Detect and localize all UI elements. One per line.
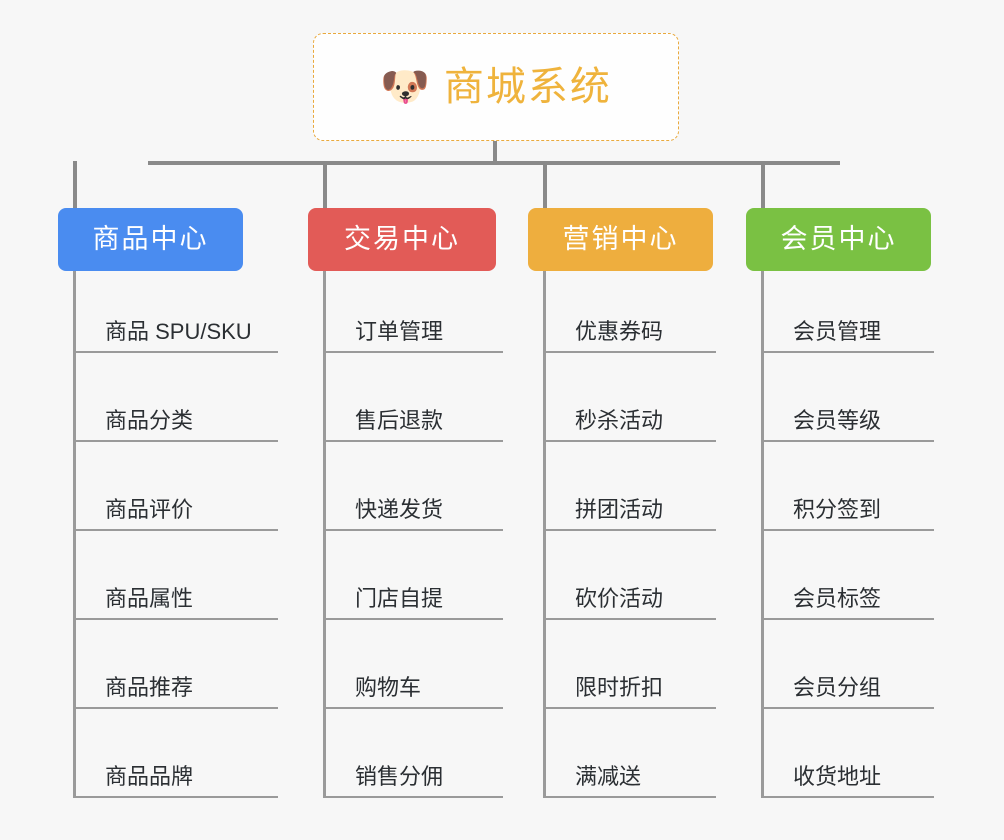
leaf-item[interactable]: 售后退款 bbox=[323, 353, 503, 442]
leaf-item[interactable]: 商品推荐 bbox=[73, 620, 278, 709]
leaf-item-label: 购物车 bbox=[355, 675, 422, 700]
leaf-item[interactable]: 商品 SPU/SKU bbox=[73, 264, 278, 353]
leaf-item-label: 会员分组 bbox=[793, 675, 882, 700]
connector-horizontal-bus bbox=[148, 161, 840, 165]
leaf-item-label: 销售分佣 bbox=[355, 764, 444, 789]
leaf-item-label: 商品 SPU/SKU bbox=[105, 319, 252, 344]
category-box-member-center[interactable]: 会员中心 bbox=[746, 208, 931, 271]
leaf-item-label: 商品评价 bbox=[105, 497, 194, 522]
leaf-item-label: 满减送 bbox=[575, 764, 642, 789]
leaf-item-label: 积分签到 bbox=[793, 497, 882, 522]
leaf-item-label: 商品分类 bbox=[105, 408, 194, 433]
leaf-item-label: 会员等级 bbox=[793, 408, 882, 433]
leaf-item-label: 商品属性 bbox=[105, 586, 194, 611]
leaf-item-label: 秒杀活动 bbox=[575, 408, 664, 433]
category-label: 会员中心 bbox=[780, 224, 897, 254]
leaf-item[interactable]: 满减送 bbox=[543, 709, 716, 798]
leaf-item[interactable]: 优惠券码 bbox=[543, 264, 716, 353]
connector-drop-member-center bbox=[761, 161, 765, 209]
leaf-item-label: 门店自提 bbox=[355, 586, 444, 611]
leaf-item[interactable]: 会员管理 bbox=[761, 264, 934, 353]
leaf-item[interactable]: 订单管理 bbox=[323, 264, 503, 353]
leaf-item-label: 优惠券码 bbox=[575, 319, 664, 344]
column-spine-product-center bbox=[73, 271, 76, 798]
leaf-item-label: 商品品牌 bbox=[105, 764, 194, 789]
leaf-item[interactable]: 收货地址 bbox=[761, 709, 934, 798]
connector-drop-product-center bbox=[73, 161, 77, 209]
leaf-item-label: 商品推荐 bbox=[105, 675, 194, 700]
leaf-item[interactable]: 商品分类 bbox=[73, 353, 278, 442]
leaf-item[interactable]: 会员分组 bbox=[761, 620, 934, 709]
leaf-item[interactable]: 商品品牌 bbox=[73, 709, 278, 798]
leaf-item[interactable]: 商品属性 bbox=[73, 531, 278, 620]
category-box-trade-center[interactable]: 交易中心 bbox=[308, 208, 496, 271]
leaf-item[interactable]: 门店自提 bbox=[323, 531, 503, 620]
leaf-item[interactable]: 限时折扣 bbox=[543, 620, 716, 709]
leaf-item-label: 拼团活动 bbox=[575, 497, 664, 522]
category-box-marketing-center[interactable]: 营销中心 bbox=[528, 208, 713, 271]
leaf-item-label: 会员标签 bbox=[793, 586, 882, 611]
leaf-item[interactable]: 秒杀活动 bbox=[543, 353, 716, 442]
category-label: 营销中心 bbox=[562, 224, 679, 254]
column-spine-marketing-center bbox=[543, 271, 546, 798]
leaf-item[interactable]: 砍价活动 bbox=[543, 531, 716, 620]
category-box-product-center[interactable]: 商品中心 bbox=[58, 208, 243, 271]
leaf-item-label: 售后退款 bbox=[355, 408, 444, 433]
column-spine-member-center bbox=[761, 271, 764, 798]
leaf-item[interactable]: 拼团活动 bbox=[543, 442, 716, 531]
leaf-item-label: 收货地址 bbox=[793, 764, 882, 789]
leaf-item-label: 砍价活动 bbox=[575, 586, 664, 611]
leaf-item[interactable]: 积分签到 bbox=[761, 442, 934, 531]
leaf-item-label: 限时折扣 bbox=[575, 675, 664, 700]
leaf-item[interactable]: 购物车 bbox=[323, 620, 503, 709]
connector-drop-trade-center bbox=[323, 161, 327, 209]
category-label: 交易中心 bbox=[344, 224, 460, 254]
root-node[interactable]: 🐶 商城系统 bbox=[313, 33, 679, 141]
category-label: 商品中心 bbox=[92, 224, 209, 254]
leaf-item[interactable]: 销售分佣 bbox=[323, 709, 503, 798]
leaf-item-label: 快递发货 bbox=[355, 497, 444, 522]
leaf-item-label: 订单管理 bbox=[355, 319, 444, 344]
connector-drop-marketing-center bbox=[543, 161, 547, 209]
leaf-item[interactable]: 会员等级 bbox=[761, 353, 934, 442]
leaf-item-label: 会员管理 bbox=[793, 319, 882, 344]
dog-face-icon: 🐶 bbox=[380, 65, 430, 109]
column-spine-trade-center bbox=[323, 271, 326, 798]
connector-root-stem bbox=[493, 141, 497, 164]
root-title: 商城系统 bbox=[443, 65, 612, 109]
leaf-item[interactable]: 快递发货 bbox=[323, 442, 503, 531]
leaf-item[interactable]: 会员标签 bbox=[761, 531, 934, 620]
leaf-item[interactable]: 商品评价 bbox=[73, 442, 278, 531]
